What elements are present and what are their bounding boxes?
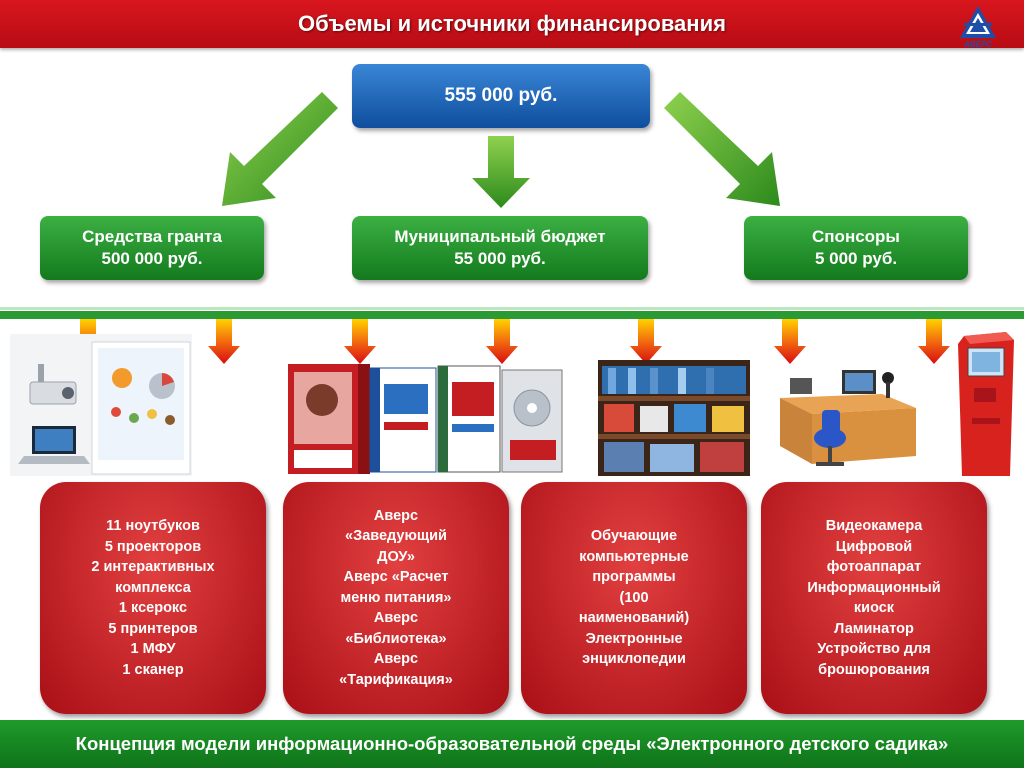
card-line: «Заведующий — [345, 528, 447, 545]
devices-card: Видеокамера Цифровой фотоаппарат Информа… — [761, 482, 987, 714]
divider-highlight — [0, 307, 1024, 310]
card-line: 1 сканер — [122, 661, 184, 678]
down-arrow-icon — [918, 319, 950, 364]
info-kiosk-illustration — [958, 332, 1014, 476]
card-line: Обучающие — [590, 528, 678, 545]
arrow-to-municipal-icon — [472, 136, 530, 208]
bookshelf-illustration — [598, 360, 750, 476]
card-line: фотоаппарат — [826, 559, 922, 575]
card-line: «Библиотека» — [345, 630, 447, 647]
grant-label: Средства гранта — [82, 227, 222, 246]
card-line: Цифровой — [835, 538, 913, 555]
logo-text: АВЕРС — [963, 40, 992, 49]
card-line: Аверс «Расчет — [343, 569, 449, 586]
card-line: программы — [592, 569, 676, 586]
card-line: ДОУ» — [377, 548, 415, 565]
card-line: 11 ноутбуков — [106, 518, 200, 534]
card-line: меню питания» — [340, 589, 452, 606]
grant-funds-box: Средства гранта 500 000 руб. — [40, 216, 264, 280]
card-line: киоск — [853, 600, 895, 616]
down-arrow-icon — [774, 319, 806, 364]
card-line: Аверс — [373, 610, 419, 627]
equipment-card: 11 ноутбуков 5 проекторов 2 интерактивны… — [40, 482, 266, 714]
arrow-to-grant-icon — [222, 92, 338, 206]
card-line: энциклопедии — [582, 651, 686, 668]
software-card: Аверс «Заведующий ДОУ» Аверс «Расчет мен… — [283, 482, 509, 714]
card-line: Электронные — [585, 630, 683, 647]
card-line: компьютерные — [579, 548, 689, 565]
avers-logo-icon: АВЕРС — [956, 4, 1000, 49]
grant-amount: 500 000 руб. — [101, 249, 203, 268]
card-line: (100 — [619, 589, 649, 606]
sponsors-label: Спонсоры — [812, 227, 900, 246]
footer-concept-text: Концепция модели информационно-образоват… — [75, 733, 949, 754]
card-line: 1 МФУ — [130, 641, 176, 657]
projector-whiteboard-illustration — [10, 334, 192, 476]
down-arrow-icon — [486, 319, 518, 364]
card-line: 2 интерактивных — [91, 559, 215, 575]
municipal-label: Муниципальный бюджет — [394, 227, 606, 246]
header-bar — [0, 0, 1024, 48]
card-line: Ламинатор — [834, 620, 914, 637]
software-boxes-illustration — [288, 364, 563, 474]
card-line: 1 ксерокс — [118, 600, 188, 616]
card-line: Информационный — [807, 579, 941, 596]
down-arrow-icon — [344, 319, 376, 364]
sponsors-box: Спонсоры 5 000 руб. — [744, 216, 968, 280]
educational-programs-card: Обучающие компьютерные программы (100 на… — [521, 482, 747, 714]
municipal-amount: 55 000 руб. — [454, 249, 546, 268]
card-line: Аверс — [373, 651, 419, 668]
total-amount-box: 555 000 руб. — [352, 64, 650, 128]
card-line: Аверс — [373, 507, 419, 524]
card-line: Устройство для — [817, 641, 931, 657]
card-line: 5 проекторов — [104, 538, 202, 555]
total-amount: 555 000 руб. — [444, 85, 558, 106]
divider-band — [0, 311, 1024, 319]
card-line: комплекса — [115, 579, 191, 596]
card-line: наименований) — [578, 610, 690, 627]
down-arrow-icon — [208, 319, 240, 364]
footer-bar — [0, 720, 1024, 768]
card-line: брошюрования — [818, 661, 930, 678]
computer-desk-illustration — [772, 364, 918, 476]
arrow-to-sponsors-icon — [664, 92, 780, 206]
card-line: «Тарификация» — [339, 671, 453, 688]
card-line: Видеокамера — [825, 518, 923, 534]
down-arrow-icon — [630, 319, 662, 364]
card-line: 5 принтеров — [108, 620, 198, 637]
municipal-budget-box: Муниципальный бюджет 55 000 руб. — [352, 216, 648, 280]
page-title: Объемы и источники финансирования — [298, 11, 726, 36]
sponsors-amount: 5 000 руб. — [814, 249, 898, 268]
